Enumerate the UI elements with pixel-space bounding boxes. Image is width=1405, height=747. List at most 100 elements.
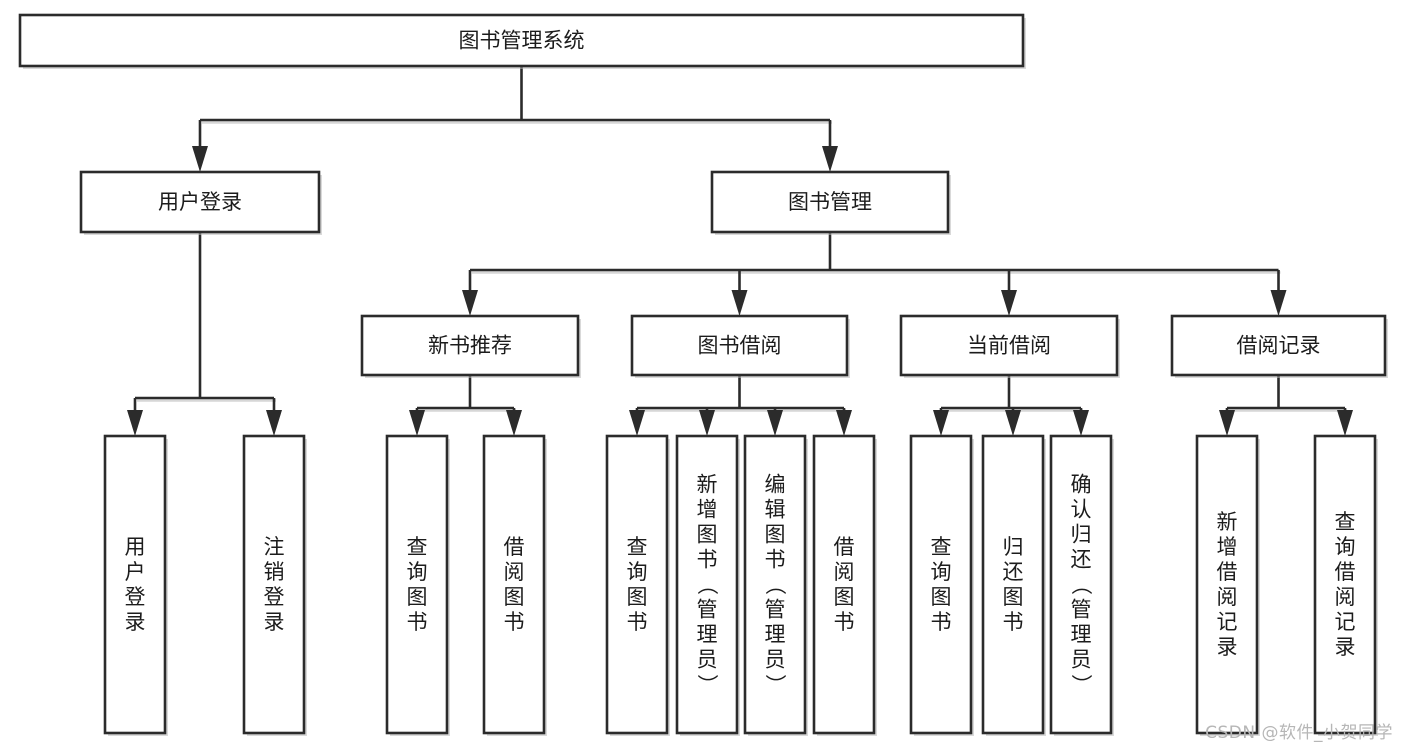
svg-text:询: 询	[931, 560, 952, 584]
svg-text:增: 增	[697, 498, 718, 522]
svg-text:销: 销	[264, 560, 285, 584]
connector-layer	[127, 66, 1353, 436]
svg-text:书: 书	[931, 610, 952, 634]
node-box[interactable]	[630, 314, 849, 377]
svg-text:管: 管	[697, 598, 718, 622]
node-leaf-user-login[interactable]: 用户登录	[103, 434, 168, 736]
node-borrow-record[interactable]: 借阅记录	[1170, 314, 1388, 378]
svg-text:书: 书	[697, 548, 718, 572]
node-box[interactable]	[675, 434, 739, 735]
node-box[interactable]	[1170, 314, 1387, 377]
svg-text:户: 户	[125, 560, 146, 584]
node-box[interactable]	[812, 434, 876, 735]
node-box[interactable]	[743, 434, 807, 735]
node-current-borrow[interactable]: 当前借阅	[899, 314, 1120, 378]
node-label: 图书管理	[788, 190, 872, 214]
svg-text:书: 书	[627, 610, 648, 634]
svg-text:理: 理	[697, 623, 718, 647]
node-box[interactable]	[103, 434, 167, 735]
svg-text:辑: 辑	[765, 498, 786, 522]
svg-text:借: 借	[504, 535, 525, 559]
svg-text:图: 图	[834, 585, 855, 609]
svg-text:查: 查	[627, 535, 648, 559]
node-box[interactable]	[1313, 434, 1377, 735]
svg-text:借: 借	[1335, 560, 1356, 584]
svg-text:录: 录	[1335, 635, 1356, 659]
node-box[interactable]	[909, 434, 973, 735]
svg-text:借: 借	[1217, 560, 1238, 584]
node-label: 借阅记录	[1237, 334, 1321, 358]
node-box[interactable]	[1195, 434, 1259, 735]
node-box[interactable]	[242, 434, 306, 735]
node-book-manage[interactable]: 图书管理	[710, 170, 951, 235]
svg-text:记: 记	[1335, 610, 1356, 634]
node-box[interactable]	[18, 13, 1025, 68]
node-box[interactable]	[1049, 434, 1113, 735]
node-box[interactable]	[899, 314, 1119, 377]
svg-text:图: 图	[407, 585, 428, 609]
node-box[interactable]	[360, 314, 580, 377]
connector-group-user-login	[127, 232, 282, 436]
svg-text:图: 图	[627, 585, 648, 609]
node-label: 当前借阅	[967, 334, 1051, 358]
connector-group-new-book-recommend	[409, 375, 522, 436]
svg-text:新: 新	[1217, 510, 1238, 534]
svg-text:认: 认	[1071, 498, 1092, 522]
svg-text:书: 书	[765, 548, 786, 572]
svg-text:查: 查	[931, 535, 952, 559]
node-layer: 图书管理系统用户登录图书管理新书推荐图书借阅当前借阅借阅记录用户登录注销登录查询…	[18, 13, 1388, 736]
svg-text:员: 员	[1071, 648, 1092, 672]
svg-text:还: 还	[1071, 548, 1092, 572]
svg-text:录: 录	[1217, 635, 1238, 659]
svg-text:询: 询	[1335, 535, 1356, 559]
svg-text:借: 借	[834, 535, 855, 559]
svg-text:查: 查	[1335, 510, 1356, 534]
node-box[interactable]	[482, 434, 546, 735]
csdn-watermark: CSDN @软件_小贺同学	[1205, 723, 1393, 743]
node-box[interactable]	[605, 434, 669, 735]
svg-text:阅: 阅	[1335, 585, 1356, 609]
svg-text:新: 新	[697, 473, 718, 497]
svg-text:录: 录	[125, 610, 146, 634]
node-box[interactable]	[981, 434, 1045, 735]
svg-text:（: （	[695, 574, 719, 595]
svg-text:询: 询	[627, 560, 648, 584]
connector-group-current-borrow	[933, 375, 1089, 436]
node-user-login[interactable]: 用户登录	[79, 170, 322, 235]
svg-text:注: 注	[264, 535, 285, 559]
svg-text:书: 书	[1003, 610, 1024, 634]
node-root[interactable]: 图书管理系统	[18, 13, 1026, 69]
svg-text:）: ）	[1069, 674, 1093, 695]
svg-text:图: 图	[931, 585, 952, 609]
node-box[interactable]	[385, 434, 449, 735]
node-label: 图书借阅	[698, 334, 782, 358]
node-box[interactable]	[710, 170, 950, 234]
node-label: 用户登录	[158, 190, 242, 214]
svg-text:管: 管	[765, 598, 786, 622]
node-box[interactable]	[79, 170, 321, 234]
node-book-borrow[interactable]: 图书借阅	[630, 314, 850, 378]
svg-text:员: 员	[697, 648, 718, 672]
node-new-book-recommend[interactable]: 新书推荐	[360, 314, 581, 378]
svg-text:阅: 阅	[1217, 585, 1238, 609]
